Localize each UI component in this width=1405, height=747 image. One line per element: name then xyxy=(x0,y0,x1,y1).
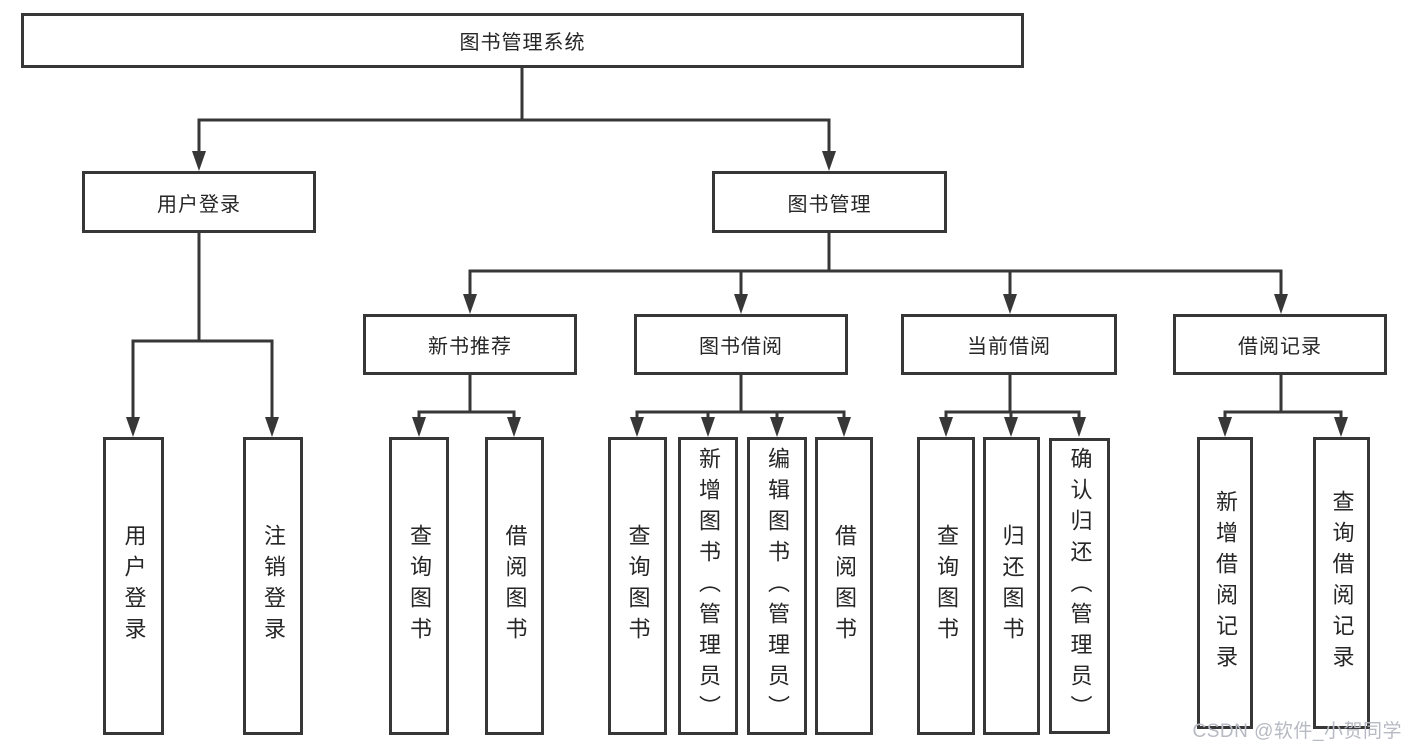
leaf-user-login: 用户登录 xyxy=(103,437,164,735)
node-book-borrow: 图书借阅 xyxy=(634,314,848,375)
leaf-borrow-add-books-admin-label: 新增图书（管理员） xyxy=(696,446,721,726)
leaf-borrow-query-books-label: 查询图书 xyxy=(625,524,651,648)
leaf-logout: 注销登录 xyxy=(243,437,303,735)
node-book-borrow-label: 图书借阅 xyxy=(699,336,783,358)
node-borrow-records-label: 借阅记录 xyxy=(1238,336,1322,358)
leaf-borrow-edit-books-admin-label: 编辑图书（管理员） xyxy=(765,446,790,726)
node-new-book-recommend: 新书推荐 xyxy=(363,314,577,375)
node-root-label: 图书管理系统 xyxy=(459,32,586,54)
leaf-recommend-query-books-label: 查询图书 xyxy=(407,524,432,648)
leaf-records-query-record: 查询借阅记录 xyxy=(1313,437,1370,729)
leaf-borrow-borrow-books: 借阅图书 xyxy=(815,437,873,735)
node-book-management: 图书管理 xyxy=(712,171,947,233)
leaf-current-confirm-return-admin: 确认归还（管理员） xyxy=(1049,438,1110,734)
leaf-records-query-record-label: 查询借阅记录 xyxy=(1329,490,1355,676)
node-new-book-recommend-label: 新书推荐 xyxy=(428,336,512,358)
leaf-current-query-books: 查询图书 xyxy=(917,437,975,735)
leaf-recommend-borrow-books: 借阅图书 xyxy=(485,437,544,735)
leaf-current-return-books: 归还图书 xyxy=(983,437,1040,735)
leaf-user-login-label: 用户登录 xyxy=(121,524,147,648)
leaf-records-add-record: 新增借阅记录 xyxy=(1197,437,1253,729)
leaf-borrow-query-books: 查询图书 xyxy=(608,437,667,735)
leaf-recommend-borrow-books-label: 借阅图书 xyxy=(502,524,528,648)
csdn-watermark: CSDN @软件_小贺同学 xyxy=(1192,721,1402,742)
leaf-logout-label: 注销登录 xyxy=(261,524,286,648)
leaf-recommend-query-books: 查询图书 xyxy=(389,437,449,735)
node-current-borrow-label: 当前借阅 xyxy=(967,336,1051,358)
node-current-borrow: 当前借阅 xyxy=(901,314,1117,375)
node-root: 图书管理系统 xyxy=(21,13,1024,68)
leaf-borrow-add-books-admin: 新增图书（管理员） xyxy=(678,437,738,735)
leaf-records-add-record-label: 新增借阅记录 xyxy=(1213,490,1238,676)
node-user-login: 用户登录 xyxy=(82,171,316,233)
leaf-current-query-books-label: 查询图书 xyxy=(934,524,959,648)
node-book-management-label: 图书管理 xyxy=(787,193,872,216)
leaf-borrow-edit-books-admin: 编辑图书（管理员） xyxy=(747,437,807,735)
node-borrow-records: 借阅记录 xyxy=(1173,314,1387,375)
node-user-login-label: 用户登录 xyxy=(157,193,241,216)
leaf-borrow-borrow-books-label: 借阅图书 xyxy=(832,524,857,648)
leaf-current-confirm-return-admin-label: 确认归还（管理员） xyxy=(1067,446,1093,726)
leaf-current-return-books-label: 归还图书 xyxy=(999,524,1025,648)
